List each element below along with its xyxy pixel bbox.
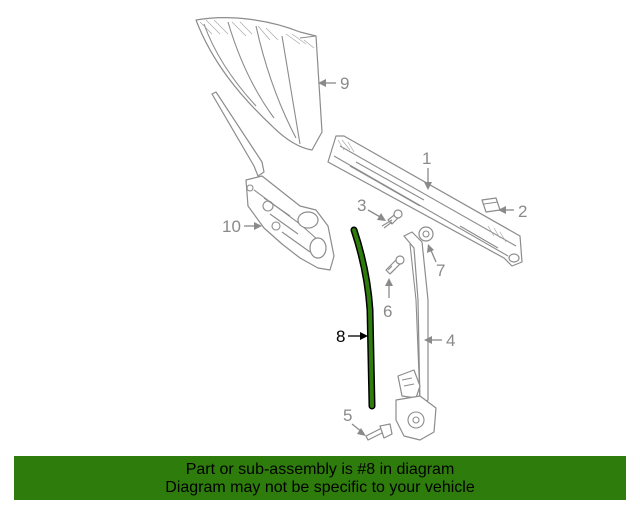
callout-label-6: 6 [383, 302, 392, 321]
callout-label-2: 2 [518, 202, 527, 221]
callout-label-1: 1 [422, 149, 431, 168]
callout-label-9: 9 [340, 74, 349, 93]
callout-4: 4 [424, 331, 455, 350]
part-3-screw [381, 209, 403, 229]
part-8-run-channel [350, 226, 376, 410]
callout-9: 9 [318, 74, 349, 93]
callout-5: 5 [343, 406, 366, 436]
info-banner-line-2: Diagram may not be specific to your vehi… [165, 479, 475, 496]
info-banner-line-1: Part or sub-assembly is #8 in diagram [185, 461, 455, 478]
callout-3: 3 [357, 196, 386, 221]
callout-label-7: 7 [436, 261, 445, 280]
callout-10: 10 [222, 217, 262, 236]
part-8-highlight-fill [352, 228, 374, 408]
part-4-regulator [395, 231, 437, 441]
callout-label-4: 4 [446, 331, 455, 350]
info-banner: Part or sub-assembly is #8 in diagram Di… [14, 456, 626, 500]
part-2-clip [481, 197, 501, 213]
part-5-bolt [365, 423, 393, 441]
callout-7: 7 [427, 244, 445, 280]
part-9-trim-panel [195, 17, 323, 151]
parts-diagram: 9 1 2 3 10 7 6 4 8 5 [195, 17, 527, 441]
part-7-nut [418, 226, 434, 242]
callout-label-8: 8 [336, 327, 345, 346]
part-6-screw [385, 255, 405, 275]
callout-8: 8 [336, 327, 368, 346]
part-10-regulator-motor [211, 91, 335, 271]
callout-label-5: 5 [343, 406, 352, 425]
callout-label-3: 3 [357, 196, 366, 215]
callout-label-10: 10 [222, 217, 241, 236]
callout-6: 6 [383, 278, 393, 321]
part-1-channel-rail [327, 135, 523, 267]
callout-2: 2 [498, 202, 527, 221]
callout-1: 1 [422, 149, 432, 190]
